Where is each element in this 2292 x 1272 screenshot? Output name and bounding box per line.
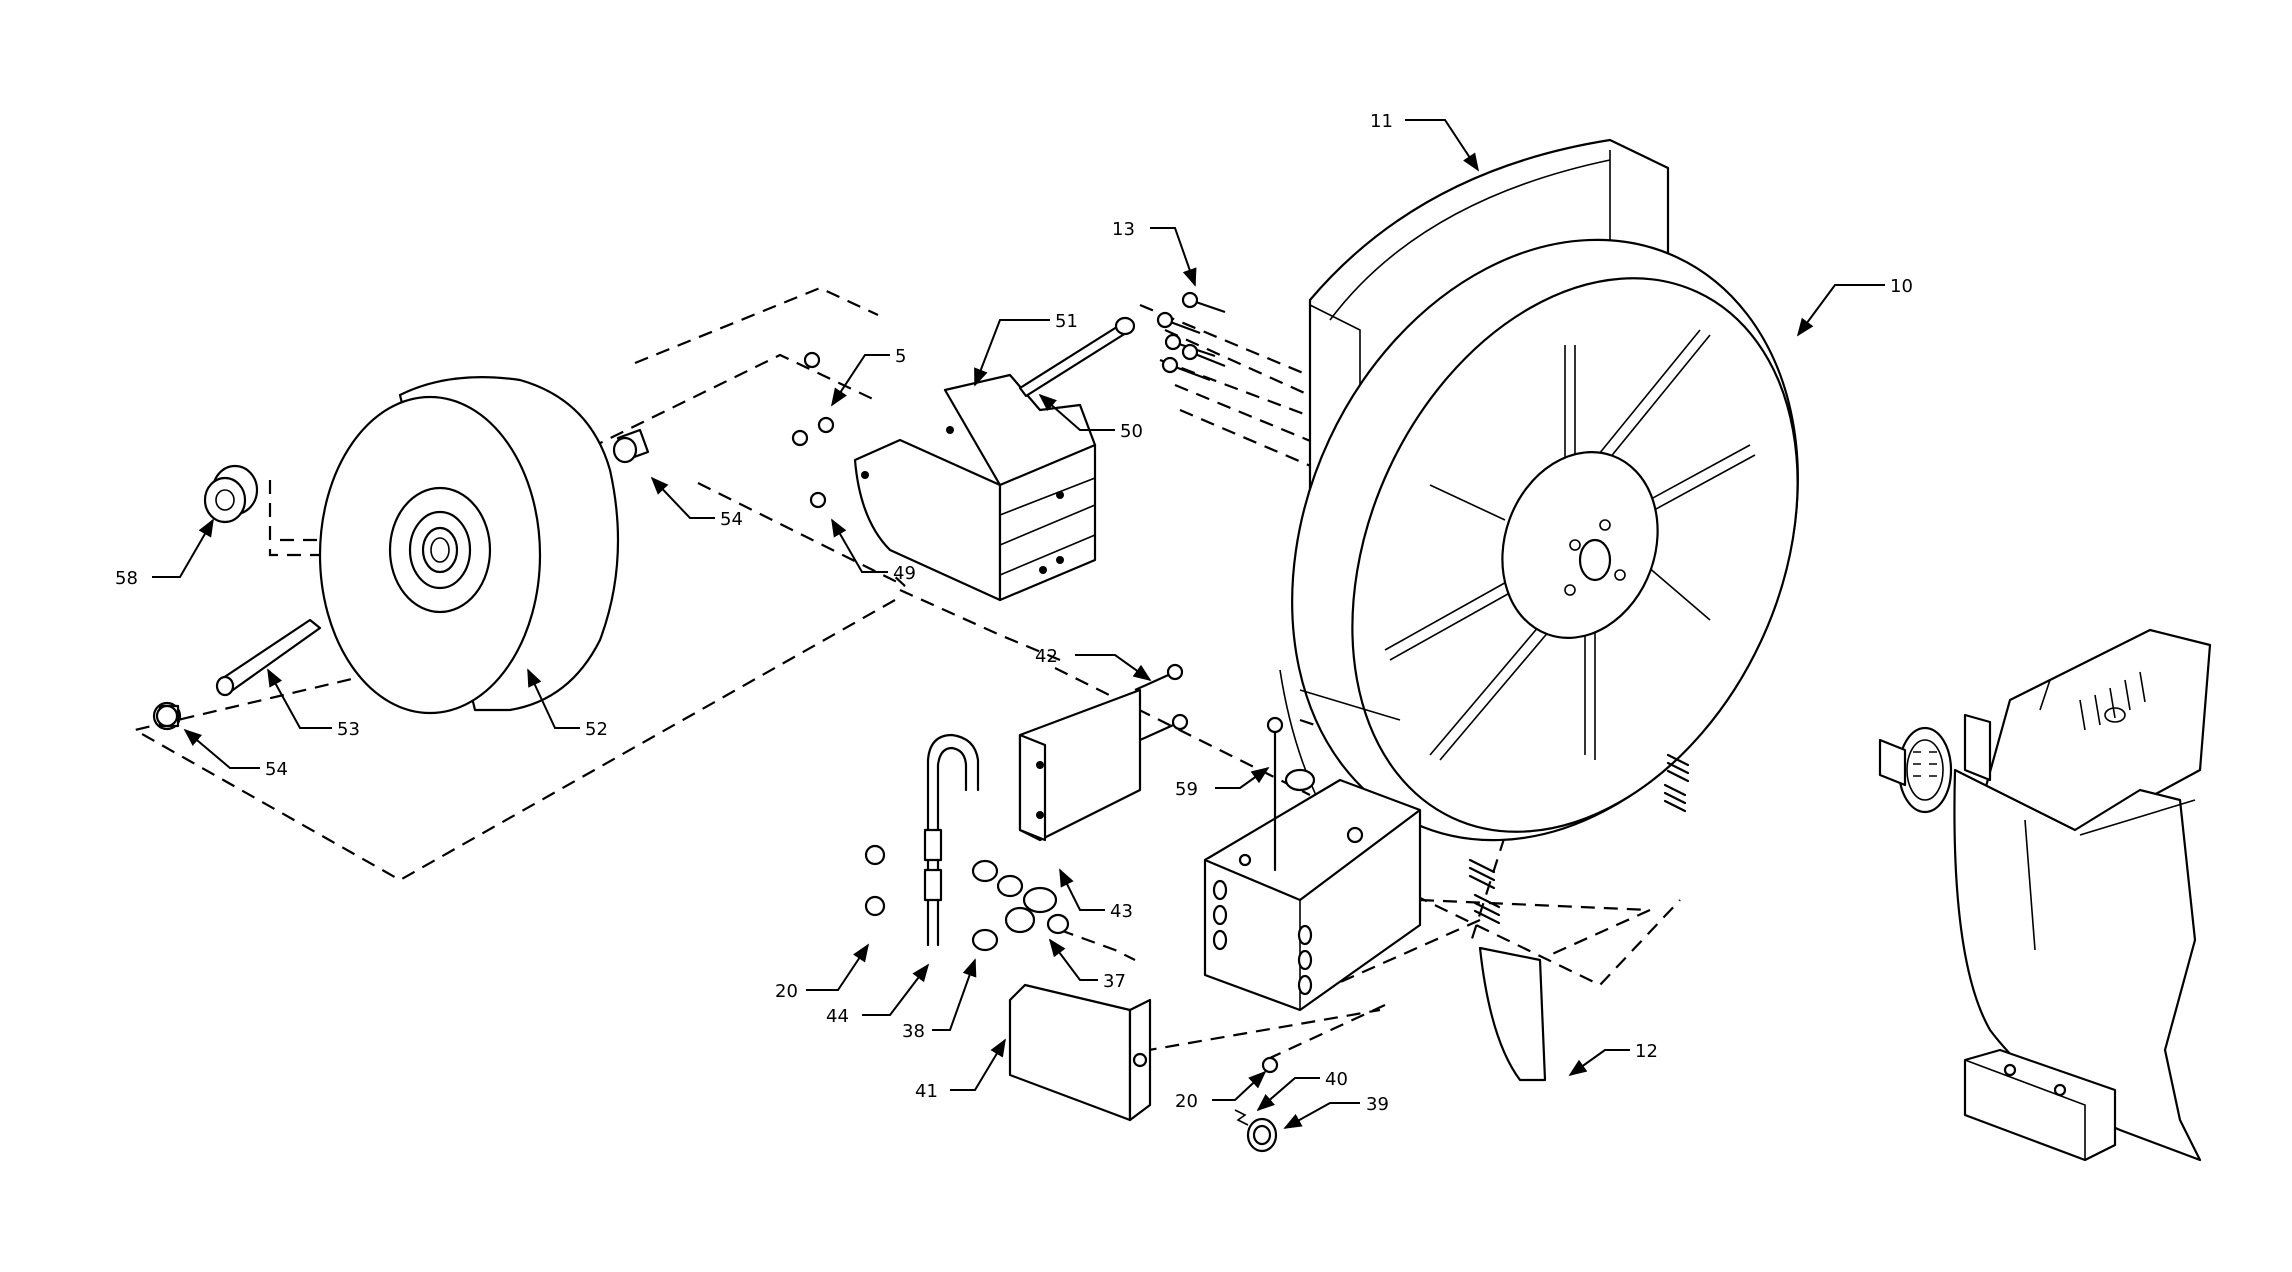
callout-54-lower: 54 — [265, 759, 288, 780]
callout-10: 10 — [1890, 276, 1913, 297]
leader-lines — [152, 119, 1885, 1129]
assembled-grinder — [1878, 628, 2212, 1162]
callout-44: 44 — [826, 1006, 849, 1027]
callout-20-lower: 20 — [1175, 1091, 1198, 1112]
callout-20-left: 20 — [775, 981, 798, 1002]
callout-54-upper: 54 — [720, 509, 743, 530]
callout-38: 38 — [902, 1021, 925, 1042]
callout-50: 50 — [1120, 421, 1143, 442]
grinding-wheel — [318, 376, 620, 715]
callout-43: 43 — [1110, 901, 1133, 922]
callout-58: 58 — [115, 568, 138, 589]
callout-labels: 11 10 13 51 5 50 49 54 52 53 54 58 42 43… — [115, 111, 1913, 1115]
callout-52: 52 — [585, 719, 608, 740]
callout-49: 49 — [893, 563, 916, 584]
callout-42: 42 — [1035, 646, 1058, 667]
switch-cover-41 — [1008, 983, 1152, 1122]
switch-cover-43 — [1018, 663, 1189, 842]
screws-13 — [1156, 291, 1226, 382]
callout-40: 40 — [1325, 1069, 1348, 1090]
knob-assembly — [1234, 1056, 1279, 1153]
callout-51: 51 — [1055, 311, 1078, 332]
callout-12: 12 — [1635, 1041, 1658, 1062]
callout-5: 5 — [895, 346, 906, 367]
callout-59: 59 — [1175, 779, 1198, 800]
springs — [1468, 753, 1690, 925]
left-small-parts — [152, 428, 650, 731]
washers — [971, 859, 1070, 952]
callout-39: 39 — [1366, 1094, 1389, 1115]
callout-11: 11 — [1370, 111, 1393, 132]
callout-53: 53 — [337, 719, 360, 740]
callout-41: 41 — [915, 1081, 938, 1102]
cord-hook-44 — [864, 733, 980, 947]
wheel-housing — [1279, 138, 1799, 901]
switch-box — [1203, 716, 1422, 1012]
callout-13: 13 — [1112, 219, 1135, 240]
guard-12 — [1478, 946, 1547, 1082]
callout-37: 37 — [1103, 971, 1126, 992]
motor-block — [791, 316, 1136, 602]
